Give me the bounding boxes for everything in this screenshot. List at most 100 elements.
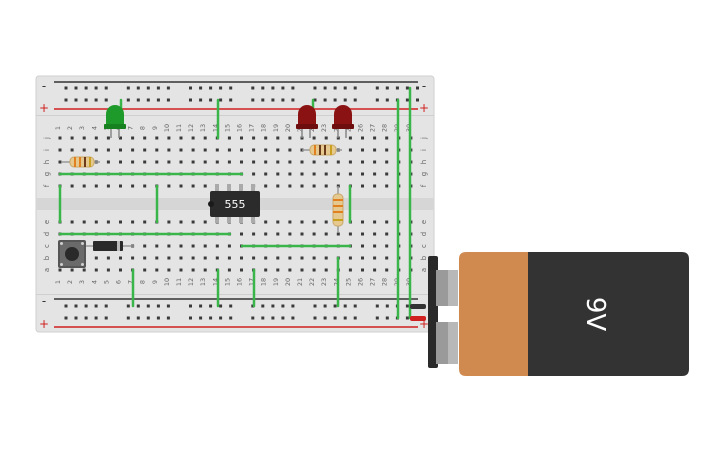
breadboard-hole[interactable] [74, 86, 78, 90]
breadboard-hole[interactable] [361, 136, 364, 140]
breadboard-hole[interactable] [191, 160, 195, 164]
breadboard-hole[interactable] [373, 256, 377, 260]
breadboard-hole[interactable] [84, 304, 88, 308]
breadboard-hole[interactable] [288, 220, 292, 224]
breadboard-hole[interactable] [136, 304, 140, 308]
breadboard-hole[interactable] [281, 304, 285, 308]
breadboard-hole[interactable] [104, 316, 108, 320]
breadboard-hole[interactable] [155, 148, 159, 152]
breadboard-hole[interactable] [336, 232, 340, 236]
breadboard-hole[interactable] [199, 316, 203, 320]
breadboard-hole[interactable] [131, 136, 135, 140]
breadboard-hole[interactable] [70, 220, 74, 224]
breadboard-hole[interactable] [156, 86, 160, 90]
breadboard-hole[interactable] [373, 184, 377, 188]
breadboard-hole[interactable] [156, 316, 160, 320]
breadboard-hole[interactable] [143, 184, 147, 188]
breadboard-hole[interactable] [343, 98, 347, 102]
breadboard-hole[interactable] [215, 256, 219, 260]
breadboard-hole[interactable] [146, 98, 150, 102]
breadboard-hole[interactable] [82, 220, 86, 224]
breadboard-hole[interactable] [348, 160, 352, 164]
breadboard-hole[interactable] [300, 184, 304, 188]
breadboard-hole[interactable] [84, 316, 88, 320]
breadboard-hole[interactable] [203, 184, 207, 188]
breadboard-hole[interactable] [291, 98, 295, 102]
breadboard-hole[interactable] [58, 160, 62, 164]
breadboard-hole[interactable] [385, 98, 389, 102]
breadboard-hole[interactable] [70, 184, 74, 188]
breadboard-hole[interactable] [155, 136, 159, 140]
breadboard-hole[interactable] [252, 160, 256, 164]
breadboard-hole[interactable] [203, 160, 207, 164]
breadboard-hole[interactable] [343, 86, 347, 90]
breadboard-hole[interactable] [252, 136, 256, 140]
breadboard-hole[interactable] [167, 268, 171, 272]
diode[interactable] [84, 241, 134, 251]
breadboard-hole[interactable] [288, 268, 292, 272]
breadboard-hole[interactable] [143, 268, 147, 272]
breadboard-hole[interactable] [271, 304, 275, 308]
breadboard-hole[interactable] [353, 304, 357, 308]
breadboard-hole[interactable] [126, 98, 130, 102]
breadboard-hole[interactable] [191, 268, 195, 272]
breadboard-hole[interactable] [215, 244, 219, 248]
breadboard-hole[interactable] [373, 232, 377, 236]
breadboard-hole[interactable] [94, 98, 98, 102]
led-green[interactable] [104, 105, 126, 138]
breadboard-hole[interactable] [179, 148, 183, 152]
breadboard-hole[interactable] [131, 256, 135, 260]
breadboard-hole[interactable] [361, 184, 364, 188]
breadboard-hole[interactable] [324, 268, 328, 272]
breadboard-hole[interactable] [373, 268, 377, 272]
breadboard-hole[interactable] [167, 136, 171, 140]
breadboard-hole[interactable] [126, 86, 130, 90]
breadboard-hole[interactable] [146, 304, 150, 308]
breadboard-hole[interactable] [276, 160, 280, 164]
breadboard-hole[interactable] [215, 148, 219, 152]
breadboard-hole[interactable] [361, 172, 364, 176]
resistor-3[interactable] [332, 186, 344, 232]
breadboard-hole[interactable] [323, 86, 327, 90]
breadboard-hole[interactable] [119, 136, 122, 140]
breadboard-hole[interactable] [353, 98, 357, 102]
breadboard-hole[interactable] [136, 86, 140, 90]
breadboard-hole[interactable] [361, 160, 364, 164]
breadboard-hole[interactable] [106, 136, 110, 140]
breadboard-hole[interactable] [203, 220, 207, 224]
breadboard-hole[interactable] [288, 232, 292, 236]
breadboard-hole[interactable] [288, 172, 292, 176]
breadboard-hole[interactable] [64, 304, 68, 308]
breadboard-hole[interactable] [191, 184, 195, 188]
breadboard-hole[interactable] [361, 256, 364, 260]
breadboard-hole[interactable] [219, 304, 223, 308]
breadboard-hole[interactable] [264, 172, 268, 176]
breadboard-hole[interactable] [375, 304, 379, 308]
breadboard-hole[interactable] [189, 304, 192, 308]
breadboard-hole[interactable] [261, 316, 265, 320]
breadboard-hole[interactable] [276, 268, 280, 272]
breadboard-hole[interactable] [348, 136, 352, 140]
breadboard-hole[interactable] [64, 98, 68, 102]
breadboard-hole[interactable] [324, 256, 328, 260]
breadboard-hole[interactable] [300, 160, 304, 164]
breadboard-hole[interactable] [94, 148, 98, 152]
breadboard-hole[interactable] [167, 244, 171, 248]
breadboard-hole[interactable] [361, 232, 364, 236]
breadboard-hole[interactable] [312, 136, 316, 140]
breadboard-hole[interactable] [312, 256, 316, 260]
breadboard-hole[interactable] [373, 244, 377, 248]
breadboard-hole[interactable] [191, 148, 195, 152]
breadboard-hole[interactable] [209, 98, 213, 102]
breadboard-hole[interactable] [288, 136, 292, 140]
breadboard-hole[interactable] [227, 244, 231, 248]
breadboard-hole[interactable] [240, 256, 243, 260]
breadboard-hole[interactable] [156, 304, 160, 308]
breadboard-hole[interactable] [333, 98, 337, 102]
breadboard-hole[interactable] [106, 268, 110, 272]
breadboard-hole[interactable] [203, 244, 207, 248]
breadboard-hole[interactable] [252, 172, 256, 176]
breadboard-hole[interactable] [300, 256, 304, 260]
breadboard-hole[interactable] [104, 86, 108, 90]
breadboard-hole[interactable] [131, 160, 135, 164]
